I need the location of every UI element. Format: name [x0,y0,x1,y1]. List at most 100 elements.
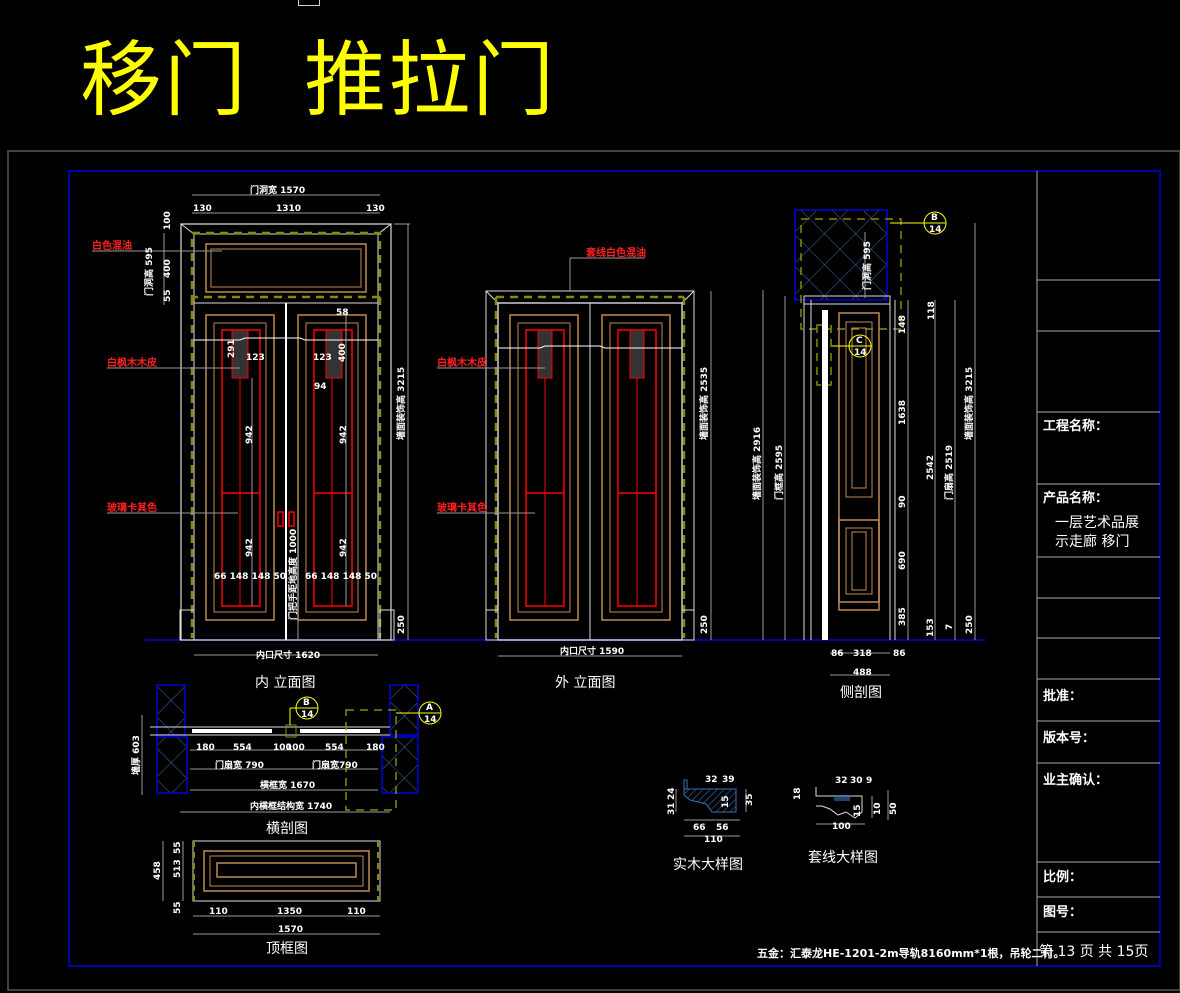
dim-transom-400: 400 [163,259,173,278]
plan-callout-b-letter: B [303,698,310,708]
inner-elevation-caption: 内 立面图 [255,675,315,691]
dim-bottom-488: 488 [853,668,872,678]
inner-elevation: 门洞宽 1570 130 1310 130 100 门洞高 595 400 55… [92,184,410,691]
dim-690: 690 [898,551,908,570]
dim-bottom-86-left: 86 [831,649,844,659]
plan-callout-b-sheet: 14 [301,710,314,720]
dim-148: 148 [898,315,908,334]
dim-inner-opening: 内口尺寸 1620 [256,649,320,661]
dim-bottom-row-right: 66 148 148 50 [305,572,377,582]
solid-wood-detail-caption: 实木大样图 [673,857,743,873]
dim-bottom-318: 318 [853,649,872,659]
plan-callout-a-sheet: 14 [424,715,437,725]
product-name-value-1: 一层艺术品展 [1055,515,1139,531]
dim-center-width: 1310 [276,204,301,214]
dim-top-frame-513: 513 [173,859,183,878]
dim-bottom-86-right: 86 [893,649,906,659]
callout-a-plan: A 14 [396,701,442,725]
plan-section: B 14 A 14 墙厚 603 180 554 100 100 554 180… [130,684,442,837]
version-label: 版本号： [1043,730,1095,746]
dim-trim-30: 30 [850,776,863,786]
dim-leaf-left: 门扇宽 790 [215,759,264,771]
dim-plan-180-left: 180 [196,743,215,753]
top-frame-caption: 顶框图 [266,941,308,957]
dim-top-frame-110-left: 110 [209,907,228,917]
dim-door-leaf-height: 门扇高 2519 [943,445,955,500]
note-outer-glass: 玻璃卡其色 [437,501,487,514]
project-name-label: 工程名称： [1043,418,1108,434]
callout-b-sheet: 14 [929,225,942,235]
callout-c-sheet: 14 [854,348,867,358]
callout-c-letter: C [856,336,863,346]
dim-trim-15: 15 [853,804,863,817]
outer-elevation-caption: 外 立面图 [555,675,615,691]
dim-glass-942-top-left: 942 [245,425,255,444]
dim-wood-56: 56 [716,823,729,833]
dim-trim-9: 9 [866,776,872,786]
dim-trim-100: 100 [832,822,851,832]
dim-outer-height: 墙面装饰高 2535 [698,367,710,440]
dim-2542: 2542 [926,455,936,480]
dim-left-jamb: 130 [193,204,212,214]
dim-plan-554-left: 554 [233,743,252,753]
hardware-note: 五金：汇泰龙HE-1201-2m导轨8160mm*1根，吊轮二付。 [757,946,1065,960]
dim-glass-94: 94 [314,382,327,392]
callout-b-letter: B [931,213,938,223]
dim-153: 153 [926,618,936,637]
dim-plan-100-left: 100 [273,743,292,753]
dim-trim-10: 10 [873,802,883,815]
note-transom-panel: 白色混油 [92,239,132,252]
dim-door-opening-width: 门洞宽 1570 [250,184,305,196]
dim-handle-height: 门把手距地高度 1000 [287,529,299,620]
dim-90: 90 [898,495,908,508]
dim-glass-291: 291 [227,339,237,358]
side-section-caption: 侧剖图 [840,685,882,701]
dim-transom-height: 门洞高 595 [143,247,155,296]
dim-wood-39: 39 [722,775,735,785]
dim-wall-height-2916: 墙面装饰高 2916 [751,427,763,500]
dim-wood-35: 35 [745,793,755,806]
page-info: 第 13 页 共 15页 [1039,943,1148,960]
callout-b-side: B 14 [890,211,947,235]
drawing-number-label: 图号： [1043,905,1082,920]
dim-glass-942-bottom-right: 942 [339,538,349,557]
dim-plan-554-right: 554 [325,743,344,753]
dim-glass-942-top-right: 942 [339,425,349,444]
note-outer-glass-frame: 白枫木木皮 [437,356,487,369]
trim-detail: 32 30 9 18 15 10 50 100 套线大样图 [793,776,899,866]
dim-118: 118 [927,301,937,320]
dim-bottom-row-left: 66 148 148 50 [214,572,286,582]
note-glass: 玻璃卡其色 [107,501,157,514]
note-glass-frame: 白枫木木皮 [107,356,157,369]
dim-trim-32: 32 [835,776,848,786]
dim-wood-31: 31 [667,802,677,815]
outer-elevation: 套线白色混油 白枫木木皮 玻璃卡其色 墙面装饰高 2535 250 内口尺寸 1… [437,246,712,691]
dim-wood-15: 15 [721,795,731,808]
dim-inner-width: 内横框结构宽 1740 [250,800,332,812]
dim-top-frame-1350: 1350 [277,907,302,917]
plan-callout-a-letter: A [426,703,433,713]
dim-385: 385 [898,607,908,626]
dim-door-frame-height: 门框高 2595 [773,445,785,500]
dim-transom-55: 55 [163,289,173,302]
outer-frame [7,150,1180,991]
plan-section-caption: 横剖图 [266,821,308,837]
dim-top-frame-458: 458 [153,861,163,880]
cursor-box [298,0,320,6]
approve-label: 批准： [1043,688,1082,704]
page-title: 移门 推拉门 [80,33,557,128]
dim-total-3215: 墙面装饰高 3215 [963,367,975,440]
dim-outer-opening: 内口尺寸 1590 [560,645,624,657]
dim-glass-123-left: 123 [246,353,265,363]
top-frame: 55 513 458 55 110 1350 110 1570 顶框图 [153,840,381,957]
dim-overall-height: 墙面装饰高 3215 [395,367,407,440]
dim-outer-base-250: 250 [700,615,710,634]
scale-label: 比例： [1043,869,1082,885]
dim-header-595: 门洞高 595 [861,241,873,290]
owner-confirm-label: 业主确认： [1043,772,1108,788]
dim-plan-180-right: 180 [366,743,385,753]
dim-7: 7 [945,624,955,630]
dim-plan-100-right: 100 [286,743,305,753]
dim-wall-depth: 墙厚 603 [130,735,142,775]
